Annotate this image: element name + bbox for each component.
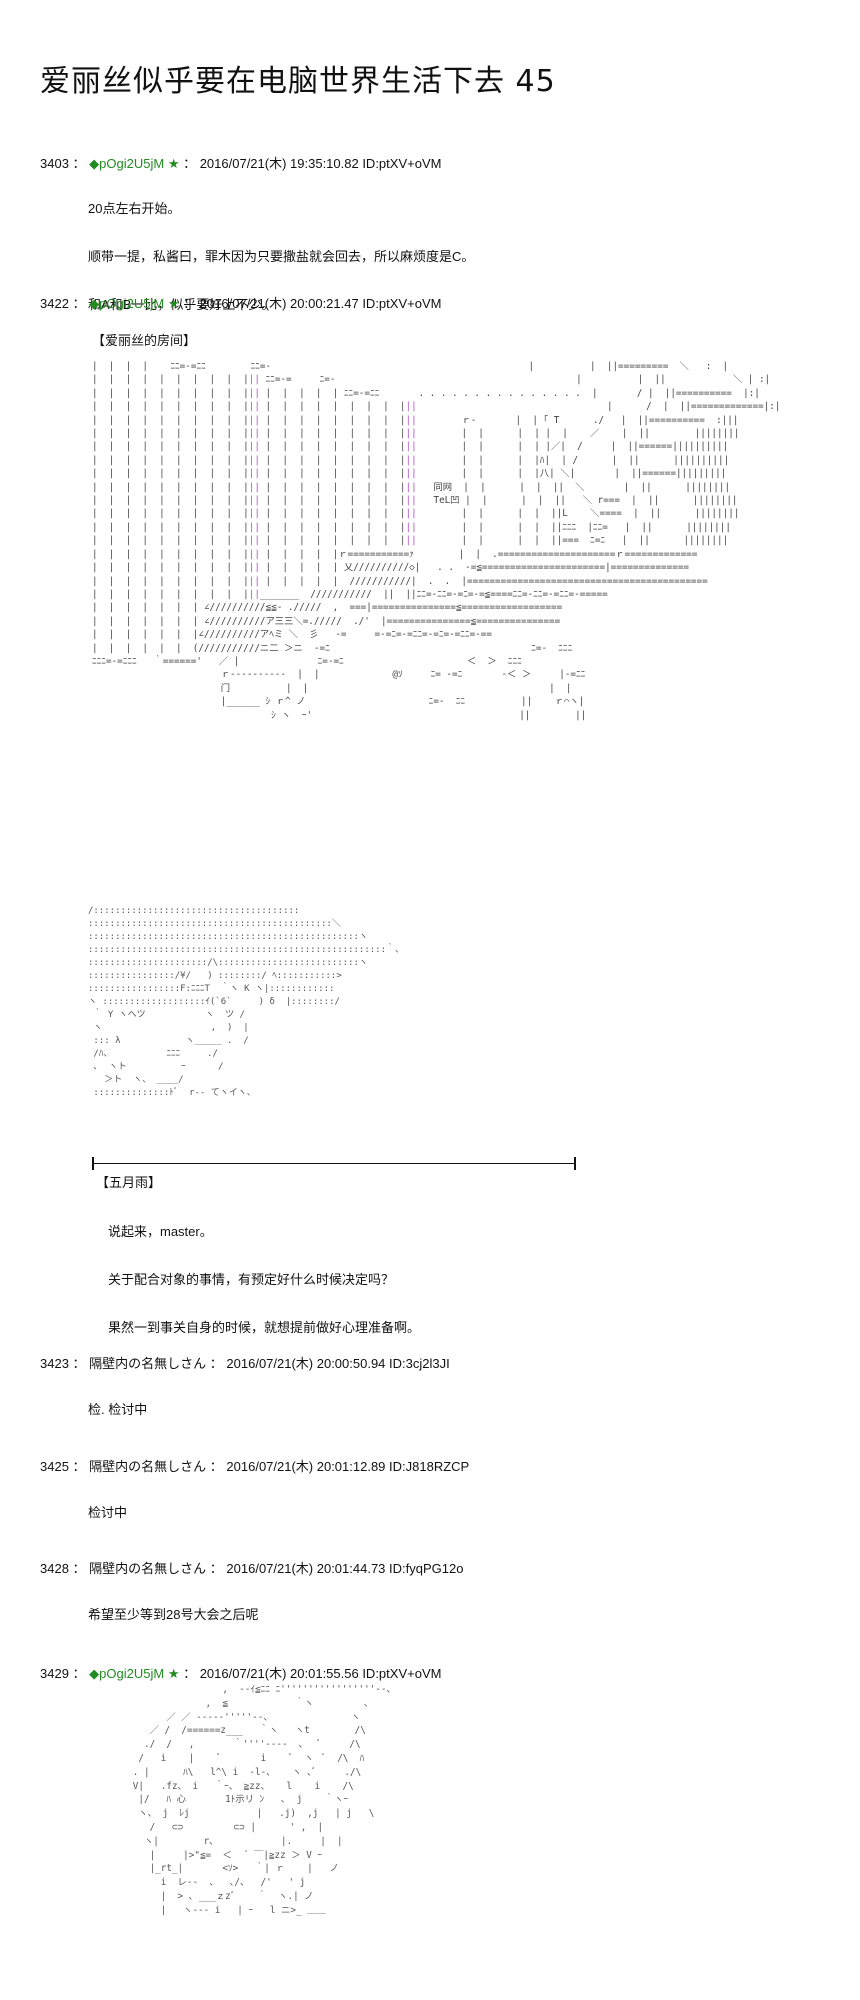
author-name: 隔壁内の名無しさん (89, 1356, 207, 1371)
post-line: 希望至少等到28号大会之后呢 (88, 1607, 259, 1622)
post-body: 20点左右开始。 顺带一提，私酱曰，罪木因为只要撒盐就会回去，所以麻烦度是C。 … (88, 169, 474, 345)
post-header: 3428 ： 隔壁内の名無しさん ： 2016/07/21(木) 20:01:4… (40, 1561, 464, 1576)
post-date: 2016/07/21(木) 20:01:12.89 ID:J818RZCP (226, 1459, 470, 1474)
post-line: 顺带一提，私酱曰，罪木因为只要撒盐就会回去，所以麻烦度是C。 (88, 249, 475, 264)
post-header: 3403 ： ◆pOgi2U5jM ★ ： 2016/07/21(木) 19:3… (40, 156, 442, 171)
room-sign: TeL凹 (433, 495, 460, 507)
post-body: 希望至少等到28号大会之后呢 (88, 1575, 258, 1655)
section-label: 【爱丽丝的房间】 (92, 333, 197, 348)
divider-tick (574, 1157, 576, 1170)
star-icon: ★ (167, 156, 180, 171)
speaker-label: 【五月雨】 (96, 1175, 162, 1190)
divider-tick (92, 1157, 94, 1170)
character-ascii-art: /:::::::::::::::::::::::::::::::::::::: … (88, 906, 405, 1098)
post-line: 和A和B一比，似乎要好上不少。 (88, 297, 275, 312)
post-number: 3423 (40, 1356, 69, 1371)
post-date: 2016/07/21(木) 20:00:21.47 ID:ptXV+oVM (199, 296, 442, 311)
author-trip[interactable]: ◆pOgi2U5jM (89, 296, 165, 311)
post-body: 检讨中 (88, 1473, 127, 1553)
post-body: 检. 检讨中 (88, 1370, 147, 1450)
page-title: 爱丽丝似乎要在电脑世界生活下去 45 (40, 64, 556, 99)
post-line: 检. 检讨中 (88, 1402, 148, 1417)
post-line: 关于配合对象的事情，有预定好什么时候决定吗？ (108, 1272, 395, 1287)
star-icon: ★ (167, 296, 180, 311)
room-ascii-art: | | | | ﾆﾆ=-=ﾆﾆ ﾆﾆ=- | | ||========= ＼ :… (92, 361, 781, 721)
post-date: 2016/07/21(木) 19:35:10.82 ID:ptXV+oVM (199, 156, 442, 171)
post-date: 2016/07/21(木) 20:00:50.94 ID:3cj2l3JI (226, 1356, 450, 1371)
post-number: 3403 (40, 156, 69, 171)
author-name: 隔壁内の名無しさん (89, 1561, 207, 1576)
author-name: 隔壁内の名無しさん (89, 1459, 207, 1474)
post-number: 3429 (40, 1666, 69, 1681)
author-trip[interactable]: ◆pOgi2U5jM (89, 1666, 165, 1681)
author-trip[interactable]: ◆pOgi2U5jM (89, 156, 165, 171)
post-date: 2016/07/21(木) 20:01:55.56 ID:ptXV+oVM (199, 1666, 442, 1681)
post-date: 2016/07/21(木) 20:01:44.73 ID:fyqPG12o (226, 1561, 464, 1576)
post-number: 3425 (40, 1459, 69, 1474)
post-line: 20点左右开始。 (88, 201, 181, 216)
post-body: 说起来，master。 关于配合对象的事情，有预定好什么时候决定吗？ 果然一到事… (108, 1192, 420, 1368)
post-header: 3429 ： ◆pOgi2U5jM ★ ： 2016/07/21(木) 20:0… (40, 1666, 442, 1681)
post-line: 说起来，master。 (108, 1224, 213, 1239)
post-line: 检讨中 (88, 1505, 128, 1520)
post-number: 3428 (40, 1561, 69, 1576)
room-sign: 同网 (433, 481, 453, 493)
post-header: 3423 ： 隔壁内の名無しさん ： 2016/07/21(木) 20:00:5… (40, 1356, 450, 1371)
character-ascii-art-2: , -‐ｲ≦ﾆﾆ ﾆ'''''''''''''''''‐-、 , ≦ ｀ヽ ､ … (132, 1684, 396, 1916)
post-header: 3422 ： ◆pOgi2U5jM ★ ： 2016/07/21(木) 20:0… (40, 296, 442, 311)
post-header: 3425 ： 隔壁内の名無しさん ： 2016/07/21(木) 20:01:1… (40, 1459, 470, 1474)
divider-line (92, 1163, 576, 1164)
post-number: 3422 (40, 296, 69, 311)
star-icon: ★ (167, 1666, 180, 1681)
post-line: 果然一到事关自身的时候，就想提前做好心理准备啊。 (108, 1320, 421, 1335)
